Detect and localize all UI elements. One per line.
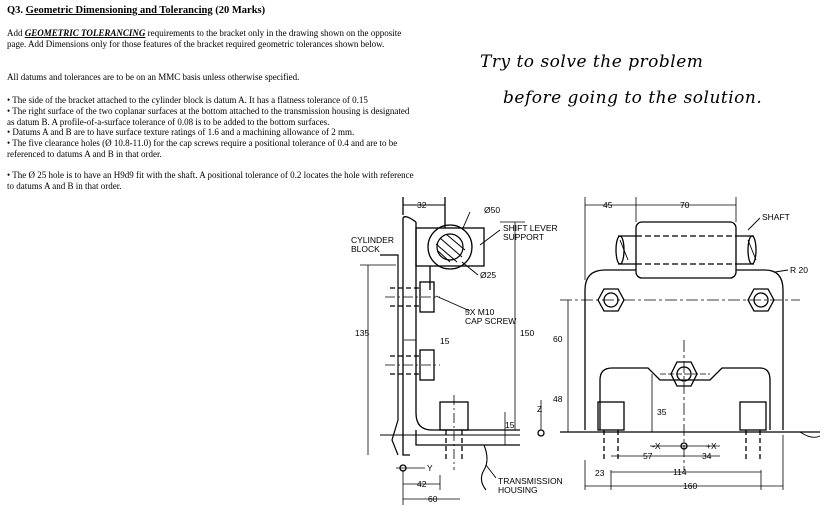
dim-15-a: 15 bbox=[440, 336, 450, 346]
dim-160: 160 bbox=[683, 481, 697, 491]
question-number: Q3. bbox=[7, 5, 24, 16]
intro-post: requirements to the bracket only in the … bbox=[7, 28, 402, 49]
dim-114: 114 bbox=[673, 467, 687, 477]
handwritten-note-line2: before going to the solution. bbox=[503, 88, 763, 108]
drawing-text: 32 Ø50 SHIFT LEVER SUPPORT CYLINDER BLOC… bbox=[351, 200, 808, 504]
bullet-4: • The five clearance holes (Ø 10.8-11.0)… bbox=[7, 138, 398, 159]
label-cap-screw-count: 5X M10 bbox=[465, 307, 495, 317]
handwritten-note-line1: Try to solve the problem bbox=[480, 52, 704, 72]
axis-minus-x: -X bbox=[652, 441, 661, 451]
mmc-note: All datums and tolerances are to be on a… bbox=[7, 72, 300, 82]
dim-135: 135 bbox=[355, 328, 369, 338]
question-title: Q3. Geometric Dimensioning and Toleranci… bbox=[7, 5, 265, 16]
dim-60-vertical: 60 bbox=[553, 334, 563, 344]
bullet-5: • The Ø 25 hole is to have an H9d9 fit w… bbox=[7, 170, 414, 191]
bullet-2: • The right surface of the two coplanar … bbox=[7, 106, 410, 127]
datum-z: Z bbox=[537, 404, 542, 414]
side-view bbox=[360, 197, 545, 505]
dim-dia-50: Ø50 bbox=[484, 205, 500, 215]
dim-42: 42 bbox=[417, 479, 427, 489]
dim-32: 32 bbox=[417, 200, 427, 210]
dim-dia-25: Ø25 bbox=[480, 270, 496, 280]
label-support: SUPPORT bbox=[503, 232, 544, 242]
dim-15-b: 15 bbox=[505, 420, 515, 430]
label-transmission: TRANSMISSION bbox=[498, 476, 563, 486]
dim-r20: R 20 bbox=[790, 265, 808, 275]
intro-paragraph: Add GEOMETRIC TOLERANCING requirements t… bbox=[7, 28, 415, 49]
dim-23: 23 bbox=[595, 468, 605, 478]
bullet-1: • The side of the bracket attached to th… bbox=[7, 95, 368, 105]
dim-60: 60 bbox=[428, 494, 438, 504]
intro-pre: Add bbox=[7, 28, 25, 38]
dim-57: 57 bbox=[643, 451, 653, 461]
label-shaft: SHAFT bbox=[762, 212, 790, 222]
front-view bbox=[560, 197, 821, 490]
dim-150: 150 bbox=[520, 328, 534, 338]
dim-34: 34 bbox=[702, 451, 712, 461]
dim-35: 35 bbox=[657, 407, 667, 417]
dim-70: 70 bbox=[680, 200, 690, 210]
intro-emphasis: GEOMETRIC TOLERANCING bbox=[24, 28, 146, 38]
label-housing: HOUSING bbox=[498, 485, 538, 495]
label-block: BLOCK bbox=[351, 244, 380, 254]
label-cylinder: CYLINDER bbox=[351, 235, 394, 245]
dim-45: 45 bbox=[603, 200, 613, 210]
label-cap-screw: CAP SCREW bbox=[465, 316, 516, 326]
question-marks: (20 Marks) bbox=[215, 5, 266, 16]
label-shift-lever: SHIFT LEVER bbox=[503, 223, 558, 233]
axis-plus-x: +X bbox=[706, 441, 717, 451]
question-topic: Geometric Dimensioning and Tolerancing bbox=[25, 5, 213, 16]
datum-y: Y bbox=[427, 463, 433, 473]
dim-48: 48 bbox=[553, 394, 563, 404]
bullet-3: • Datums A and B are to have surface tex… bbox=[7, 127, 355, 137]
